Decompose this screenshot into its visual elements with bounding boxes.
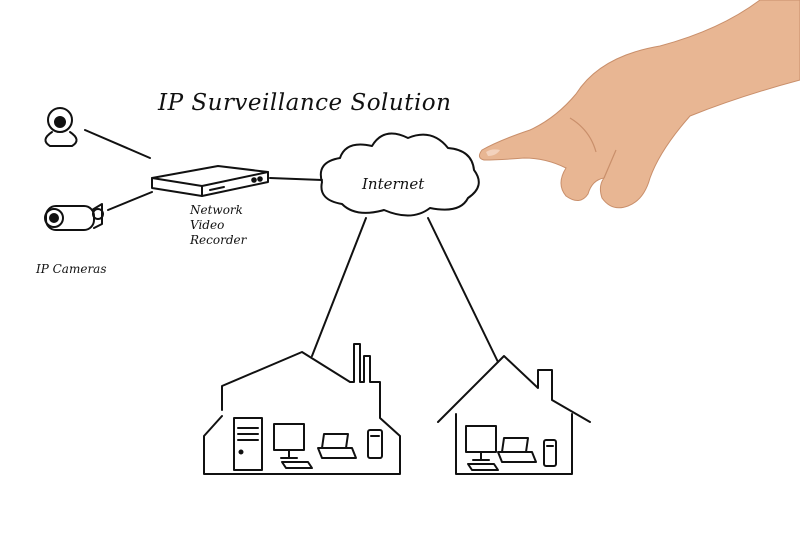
network-video-recorder-icon [151, 165, 269, 197]
recorder-label-line-3: Recorder [190, 233, 247, 247]
bullet-camera-icon [44, 203, 104, 231]
internet-label: Internet [362, 175, 425, 193]
diagram-title: IP Surveillance Solution [158, 90, 452, 116]
recorder-label-line-2: Video [190, 218, 225, 232]
house-icon [437, 355, 591, 475]
link-internet-home [427, 217, 499, 363]
link-bullet-camera-recorder [107, 191, 153, 211]
recorder-label: Network Video Recorder [190, 203, 246, 248]
internet-cloud-icon [319, 132, 480, 217]
link-recorder-internet [269, 177, 323, 181]
link-webcam-recorder [84, 129, 151, 159]
pointing-hand-illustration [478, 0, 800, 209]
webcam-icon [44, 107, 78, 147]
ip-cameras-label: IP Cameras [36, 262, 107, 276]
office-building-icon [203, 343, 401, 475]
link-internet-office [311, 217, 367, 357]
recorder-label-line-1: Network [190, 203, 243, 217]
